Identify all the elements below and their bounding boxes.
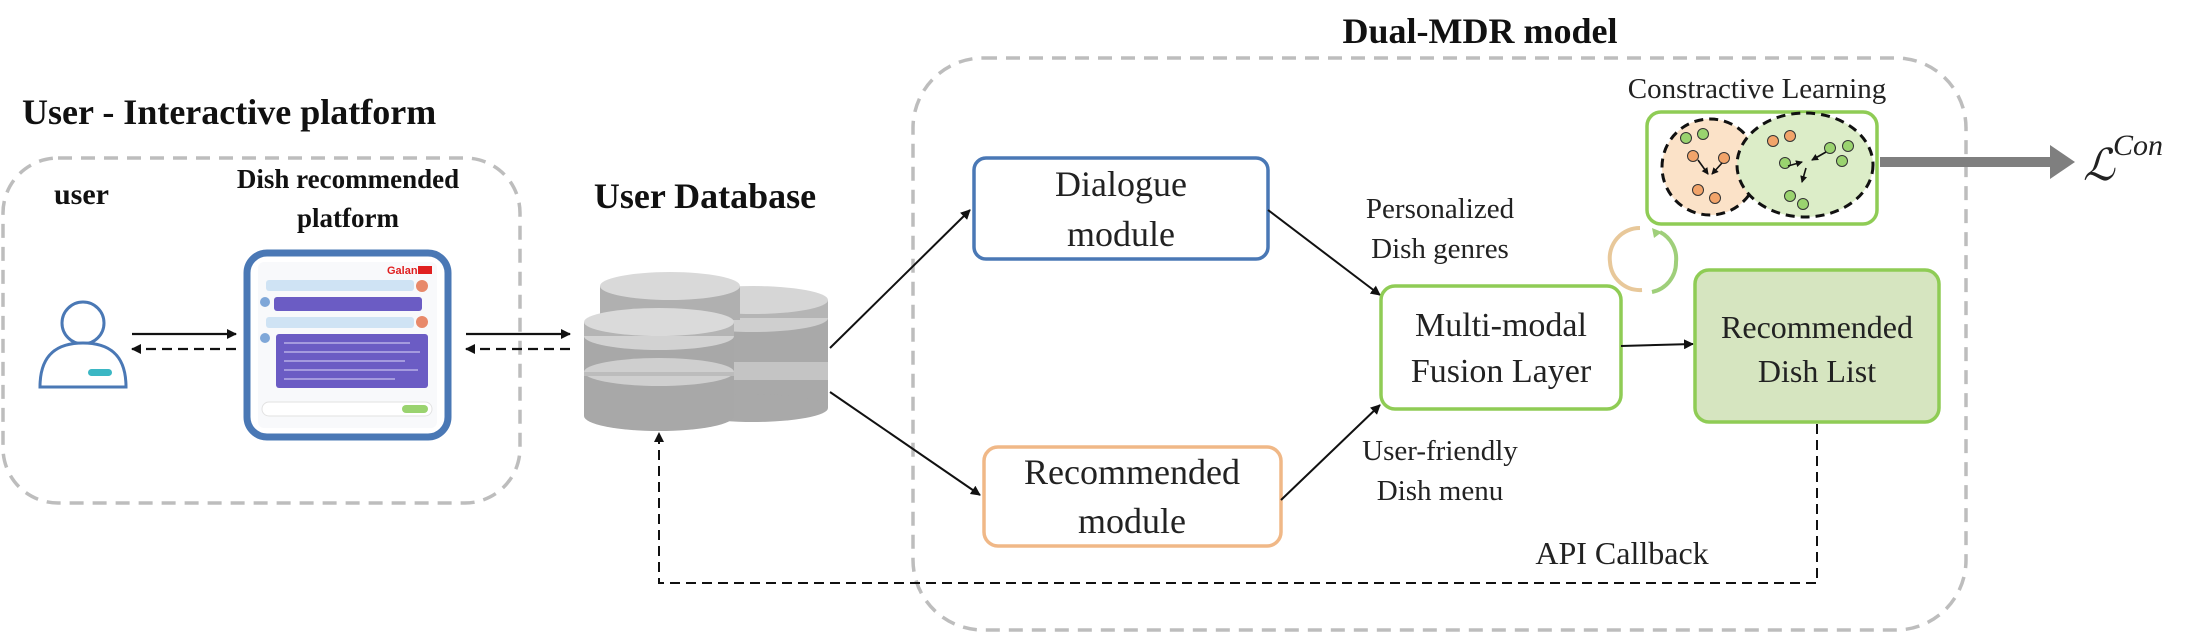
fusion-to-output-arrow bbox=[1620, 339, 1694, 350]
edge-bottom-label-line1: User-friendly bbox=[1362, 435, 1518, 467]
api-callback-arrow bbox=[654, 424, 1818, 584]
platform-group-frame bbox=[1, 156, 522, 505]
loss-arrow bbox=[1880, 145, 2075, 179]
loss-symbol: ℒ bbox=[2083, 141, 2116, 190]
user-label: user bbox=[54, 178, 109, 211]
dialogue-module-line1: Dialogue bbox=[1055, 164, 1187, 204]
output-dish-list-box bbox=[1693, 268, 1941, 424]
phone-brand-label: Galanz bbox=[387, 265, 424, 277]
output-dish-list-line2: Dish List bbox=[1758, 353, 1876, 389]
model-title: Dual-MDR model bbox=[1343, 11, 1618, 51]
output-dish-list-line1: Recommended bbox=[1721, 309, 1913, 345]
database-to-recommended-arrow bbox=[829, 391, 981, 496]
contrastive-clusters bbox=[1660, 111, 1875, 219]
fusion-layer-box bbox=[1379, 284, 1623, 411]
recommended-module-line1: Recommended bbox=[1024, 452, 1240, 492]
recommended-module-line2: module bbox=[1078, 501, 1186, 541]
dish-platform-label-line2: platform bbox=[297, 203, 399, 233]
dialogue-to-fusion-arrow bbox=[1267, 209, 1381, 296]
fusion-layer-line1: Multi-modal bbox=[1415, 307, 1587, 344]
edge-top-label-line1: Personalized bbox=[1366, 193, 1515, 225]
dish-platform-label-line1: Dish recommended bbox=[237, 164, 459, 194]
edge-bottom-label-line2: Dish menu bbox=[1377, 475, 1503, 507]
platform-title: User - Interactive platform bbox=[22, 92, 436, 132]
dialogue-module-line2: module bbox=[1067, 214, 1175, 254]
database-icon bbox=[584, 272, 828, 431]
recommended-to-fusion-arrow bbox=[1280, 404, 1381, 501]
dialogue-module-box bbox=[972, 156, 1270, 261]
user-icon bbox=[38, 300, 128, 389]
fusion-layer-line2: Fusion Layer bbox=[1411, 353, 1592, 390]
contrastive-label: Constractive Learning bbox=[1628, 73, 1887, 105]
loss-superscript: Con bbox=[2113, 129, 2163, 162]
edge-top-label-line2: Dish genres bbox=[1371, 233, 1509, 265]
recommended-module-box bbox=[982, 445, 1283, 548]
api-callback-label: API Callback bbox=[1535, 535, 1708, 571]
platform-screen-mockup: Galanz bbox=[243, 249, 452, 441]
database-to-dialogue-arrow bbox=[829, 209, 971, 349]
database-label: User Database bbox=[594, 176, 816, 216]
cycle-arrows-icon bbox=[1607, 225, 1679, 294]
